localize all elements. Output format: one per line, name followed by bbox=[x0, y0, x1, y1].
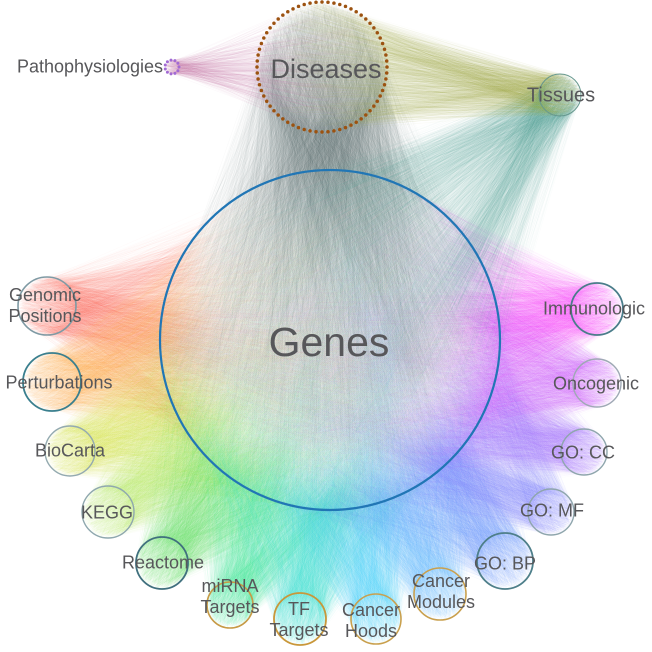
node-circle-perturbations[interactable] bbox=[23, 353, 81, 411]
node-circle-immunologic[interactable] bbox=[571, 283, 623, 335]
node-circle-go-cc[interactable] bbox=[561, 429, 607, 475]
node-circle-tf-targets[interactable] bbox=[274, 593, 326, 645]
node-circle-kegg[interactable] bbox=[82, 486, 134, 538]
node-circle-oncogenic[interactable] bbox=[573, 359, 621, 407]
node-circle-go-mf[interactable] bbox=[528, 489, 574, 535]
node-circle-genes[interactable] bbox=[160, 170, 500, 510]
node-circle-biocarta[interactable] bbox=[45, 426, 95, 476]
node-circle-diseases[interactable] bbox=[257, 2, 387, 132]
node-circle-tissues[interactable] bbox=[539, 74, 581, 116]
node-circle-mirna-targets[interactable] bbox=[207, 582, 253, 628]
node-circle-cancer-modules[interactable] bbox=[414, 568, 466, 620]
node-circle-genomic-positions[interactable] bbox=[18, 277, 76, 335]
node-circle-go-bp[interactable] bbox=[477, 533, 533, 589]
node-circle-cancer-hoods[interactable] bbox=[351, 594, 401, 644]
node-circle-pathophysiologies[interactable] bbox=[165, 60, 179, 74]
node-circle-reactome[interactable] bbox=[136, 537, 188, 589]
